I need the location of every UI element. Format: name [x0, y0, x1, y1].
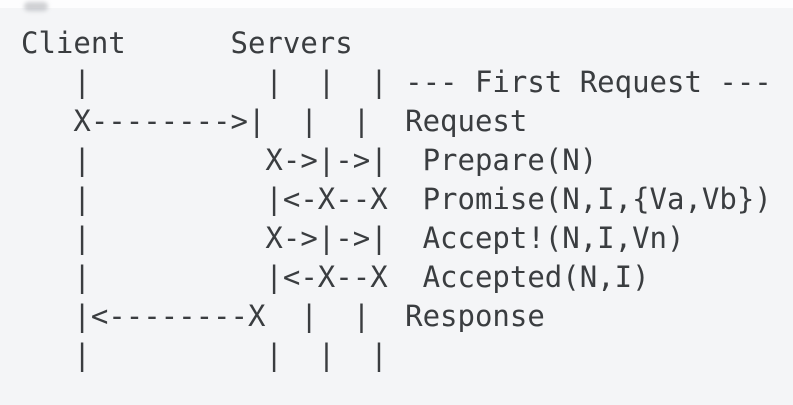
top-white-band: [0, 0, 793, 8]
row-message-promise: | |<-X--X Promise(N,I,{Va,Vb}): [21, 182, 772, 216]
row-message-prepare: | X->|->| Prepare(N): [21, 143, 598, 177]
row-lifelines-tail: | | | |: [21, 338, 388, 372]
row-message-accepted: | |<-X--X Accepted(N,I): [21, 260, 650, 294]
row-message-accept: | X->|->| Accept!(N,I,Vn): [21, 221, 685, 255]
video-artifact-smudge: [24, 2, 48, 11]
lane-headers-row: Client Servers: [21, 26, 353, 60]
row-message-request: X-------->| | | Request: [21, 104, 528, 138]
row-section-first-request: | | | | --- First Request ---: [21, 65, 772, 99]
paxos-sequence-diagram: Client Servers | | | | --- First Request…: [21, 24, 772, 375]
row-message-response: |<--------X | | Response: [21, 299, 545, 333]
